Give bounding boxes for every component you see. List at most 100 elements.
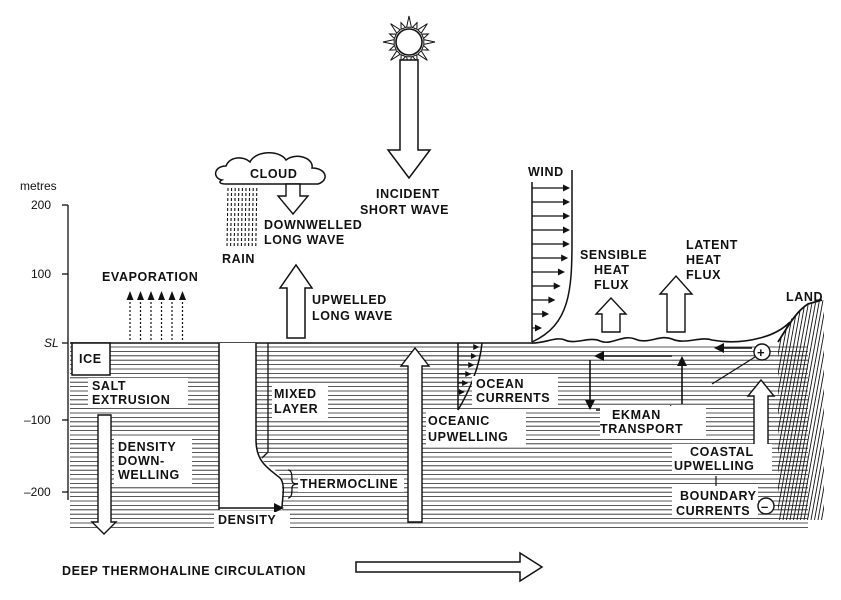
evaporation-arrowhead <box>179 291 186 300</box>
axis-unit: metres <box>20 179 57 193</box>
latent-label-2: HEAT <box>686 253 722 267</box>
boundary-label-2: CURRENTS <box>676 504 750 518</box>
ice-label: ICE <box>79 352 102 366</box>
wind-arrowhead <box>542 311 549 318</box>
land-hatch-line <box>815 300 841 520</box>
evaporation-arrowhead <box>148 291 155 300</box>
evaporation-arrowhead <box>127 291 134 300</box>
upwelled-long-wave-arrow <box>280 265 312 338</box>
density-profile <box>219 343 284 513</box>
evaporation-label: EVAPORATION <box>102 270 198 284</box>
deep-thermohaline-label: DEEP THERMOHALINE CIRCULATION <box>62 564 306 578</box>
sun-ray <box>418 24 428 34</box>
coastal-label-2: UPWELLING <box>674 459 754 473</box>
downwelled-long-wave-arrow <box>278 184 308 214</box>
land-hatch-line <box>829 300 841 520</box>
ekman-label-2: TRANSPORT <box>600 422 683 436</box>
upwelled-label-1: UPWELLED <box>312 293 387 307</box>
rain-streak <box>252 188 253 246</box>
downwelled-label-2: LONG WAVE <box>264 233 345 247</box>
latent-heat-flux-arrow <box>660 276 692 332</box>
latent-label-3: FLUX <box>686 268 721 282</box>
wind-arrowhead <box>535 325 542 332</box>
current-arrowhead <box>473 344 479 350</box>
sensible-label-2: HEAT <box>594 263 630 277</box>
density-dw-label-1: DENSITY <box>118 440 176 454</box>
ocean-currents-label-1: OCEAN <box>476 377 524 391</box>
deep-thermohaline-arrow <box>356 553 542 581</box>
ocean-currents-label-2: CURRENTS <box>476 391 550 405</box>
rain-label: RAIN <box>222 252 255 266</box>
wind-arrowhead <box>563 199 570 206</box>
plus-marker: + <box>754 344 770 360</box>
wind-arrowhead <box>563 227 570 234</box>
axis-tick-neg100: –100 <box>24 413 51 427</box>
plus-leader <box>712 357 755 384</box>
minus-marker: – <box>758 498 774 514</box>
density-dw-label-3: WELLING <box>118 468 180 482</box>
sun-ray <box>422 45 429 50</box>
axis-tick-200: 200 <box>31 198 51 212</box>
sun-ray <box>424 40 435 45</box>
evaporation-arrows <box>127 291 187 340</box>
sun-ray <box>391 51 401 61</box>
sun-ray <box>390 45 397 50</box>
sun-ray <box>418 51 428 61</box>
wind-arrowhead <box>558 269 565 276</box>
wind-profile <box>532 170 572 342</box>
wind-arrowhead <box>561 255 568 262</box>
current-arrowhead <box>459 389 465 395</box>
rain-icon <box>227 188 257 246</box>
upwelled-label-2: LONG WAVE <box>312 309 393 323</box>
current-arrowhead <box>468 362 474 368</box>
evaporation-arrowhead <box>158 291 165 300</box>
wind-arrowhead <box>563 185 570 192</box>
sun-ray <box>391 24 401 34</box>
mixed-label-1: MIXED <box>274 387 317 401</box>
boundary-label-1: BOUNDARY <box>680 489 757 503</box>
density-label: DENSITY <box>218 513 276 527</box>
oceanic-up-label-2: UPWELLING <box>428 430 508 444</box>
rain-streak <box>238 188 239 246</box>
cloud-label: CLOUD <box>250 167 297 181</box>
land-hatch-line <box>822 300 841 520</box>
incident-label-2: SHORT WAVE <box>360 203 449 217</box>
plus-sign: + <box>757 345 765 360</box>
minus-sign: – <box>761 499 768 514</box>
land-hatch-line <box>818 300 841 520</box>
wind-arrowhead <box>548 297 555 304</box>
wind-arrowhead <box>554 283 561 290</box>
axis-tick-neg200: –200 <box>24 485 51 499</box>
density-dw-label-2: DOWN- <box>118 454 165 468</box>
rain-streak <box>231 188 232 246</box>
sensible-label-3: FLUX <box>594 278 629 292</box>
downwelled-label-1: DOWNWELLED <box>264 218 362 232</box>
rain-streak <box>245 188 246 246</box>
latent-label-1: LATENT <box>686 238 738 252</box>
sensible-label-1: SENSIBLE <box>580 248 647 262</box>
oceanic-up-label-1: OCEANIC <box>428 414 490 428</box>
sun-ray <box>390 34 397 39</box>
wind-arrowhead <box>563 241 570 248</box>
wind-label: WIND <box>528 165 564 179</box>
ekman-label-1: EKMAN <box>612 408 661 422</box>
salt-label-1: SALT <box>92 379 126 393</box>
incident-label-1: INCIDENT <box>376 187 440 201</box>
evaporation-arrowhead <box>137 291 144 300</box>
land-hatch-line <box>836 300 841 520</box>
rain-streak <box>249 188 250 246</box>
rain-streak <box>234 188 235 246</box>
sensible-heat-flux-arrow <box>596 298 626 332</box>
axis-tick-100: 100 <box>31 267 51 281</box>
depth-axis: metres 200 100 SL –100 –200 <box>20 179 68 500</box>
mixed-label-2: LAYER <box>274 402 318 416</box>
current-arrowhead <box>465 371 471 377</box>
evaporation-arrowhead <box>169 291 176 300</box>
sun-ray <box>407 16 412 27</box>
axis-tick-sl: SL <box>44 336 59 350</box>
land-hatch-line <box>825 300 841 520</box>
land-hatch-line <box>808 300 841 520</box>
wind-arrowhead <box>563 213 570 220</box>
